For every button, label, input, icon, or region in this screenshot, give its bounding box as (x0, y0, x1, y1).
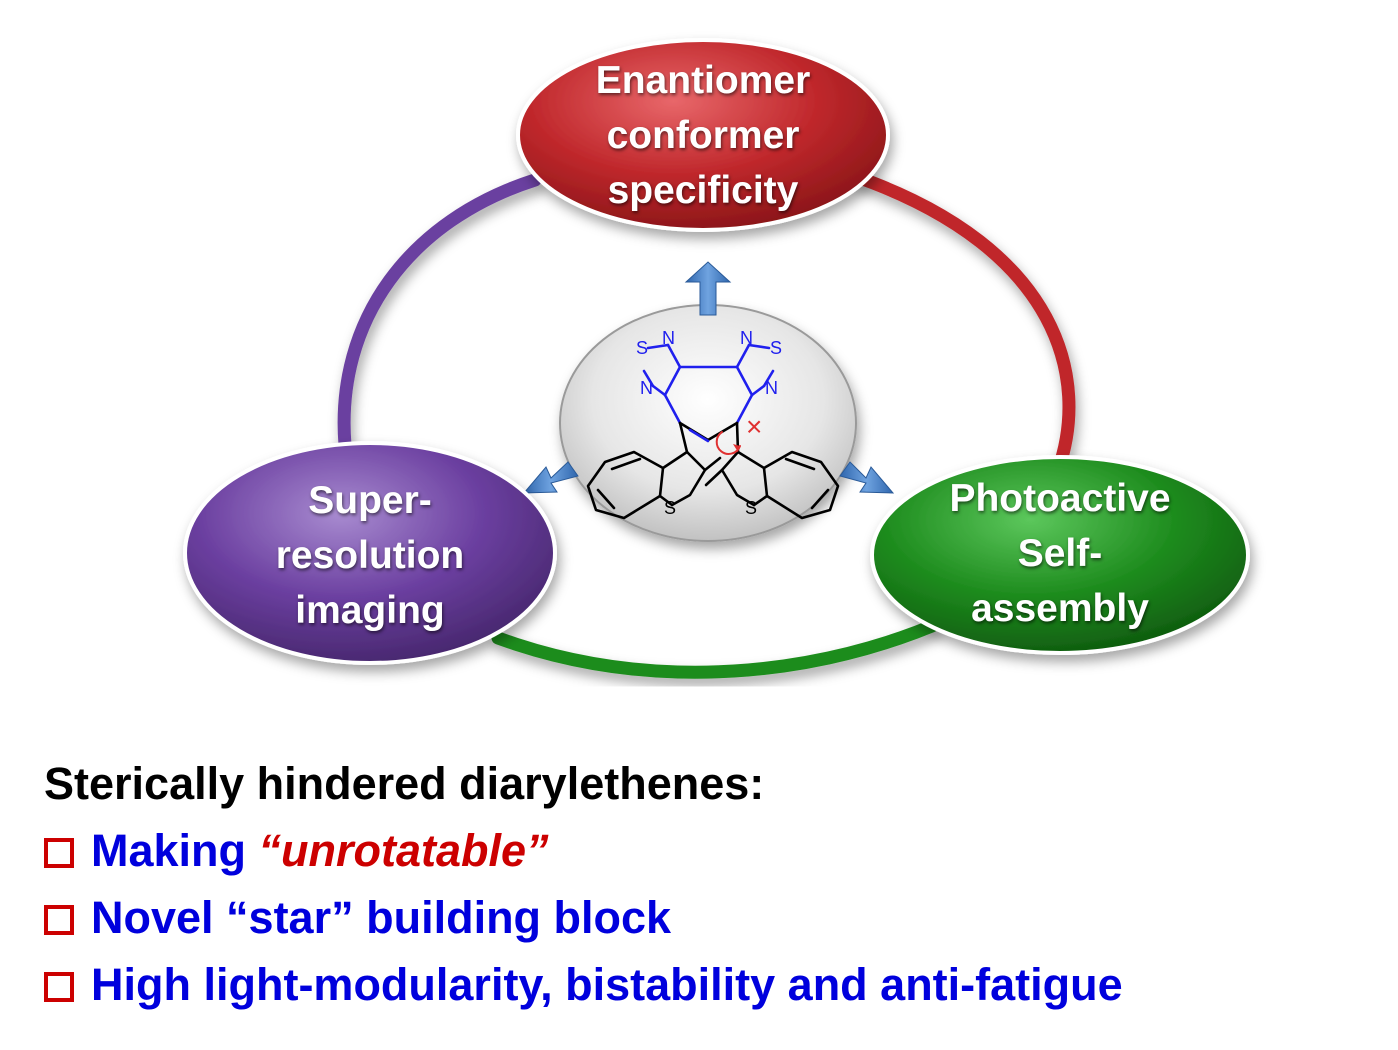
node-right-oval (870, 455, 1250, 655)
node-left-oval (183, 441, 557, 665)
atom-s-left: S (636, 338, 648, 358)
concept-diagram: S N N N S N S S × (183, 38, 1250, 679)
ring-arc-bottom (491, 619, 939, 679)
node-top-line-1: Enantiomer (595, 59, 811, 102)
node-top-line-2: conformer (606, 114, 800, 157)
node-top-oval (516, 38, 890, 232)
bullet-text: High light-modularity, bistability and a… (91, 959, 1123, 1010)
node-right-label: Photoactive Self- assembly (905, 471, 1215, 636)
forbidden-rotation-icon: × (715, 411, 762, 455)
molecule-oval (559, 304, 857, 542)
node-top-label: Enantiomer conformer specificity (553, 53, 853, 218)
atom-n-right-bottom: N (765, 378, 778, 398)
bullet-text: Novel “star” building block (91, 892, 672, 943)
node-left-line-1: Super- (308, 479, 432, 522)
node-left-label: Super- resolution imaging (215, 473, 525, 638)
atom-n-left-top: N (662, 328, 675, 348)
atom-s-right: S (770, 338, 782, 358)
bullet-item: High light-modularity, bistability and a… (44, 951, 1123, 1018)
atom-n-left-bottom: N (640, 378, 653, 398)
bullet-item: Novel “star” building block (44, 884, 1123, 951)
atom-s-right-thiophene: S (745, 498, 757, 518)
checkbox-icon (44, 837, 74, 868)
bullet-emphasis: “unrotatable” (258, 825, 549, 876)
node-top-line-3: specificity (607, 169, 799, 212)
node-right-line-1: Photoactive (949, 477, 1171, 520)
summary-heading: Sterically hindered diarylethenes: (44, 758, 765, 809)
bullet-text: Making (91, 825, 259, 876)
central-ring-lower (586, 421, 840, 520)
ring-arc-top-right (853, 171, 1076, 477)
checkbox-icon (44, 971, 74, 1002)
ring-arc-left (337, 173, 542, 452)
node-right-line-3: assembly (971, 587, 1149, 630)
node-left-line-2: resolution (275, 534, 465, 577)
benzothiadiazole-core (642, 343, 775, 425)
bullet-item: Making “unrotatable” (44, 817, 1123, 884)
arrow-up-icon (684, 261, 732, 316)
atom-n-right-top: N (740, 328, 753, 348)
atom-s-left-thiophene: S (664, 498, 676, 518)
node-left-line-3: imaging (295, 589, 445, 632)
node-right-line-2: Self- (1017, 532, 1103, 575)
svg-text:×: × (746, 411, 762, 442)
summary-block: Sterically hindered diarylethenes: Makin… (44, 750, 1123, 1018)
arrow-left-icon (522, 461, 579, 494)
checkbox-icon (44, 904, 74, 935)
diarylethene-molecule: S N N N S N S S × (586, 328, 840, 520)
arrow-right-icon (839, 461, 895, 494)
